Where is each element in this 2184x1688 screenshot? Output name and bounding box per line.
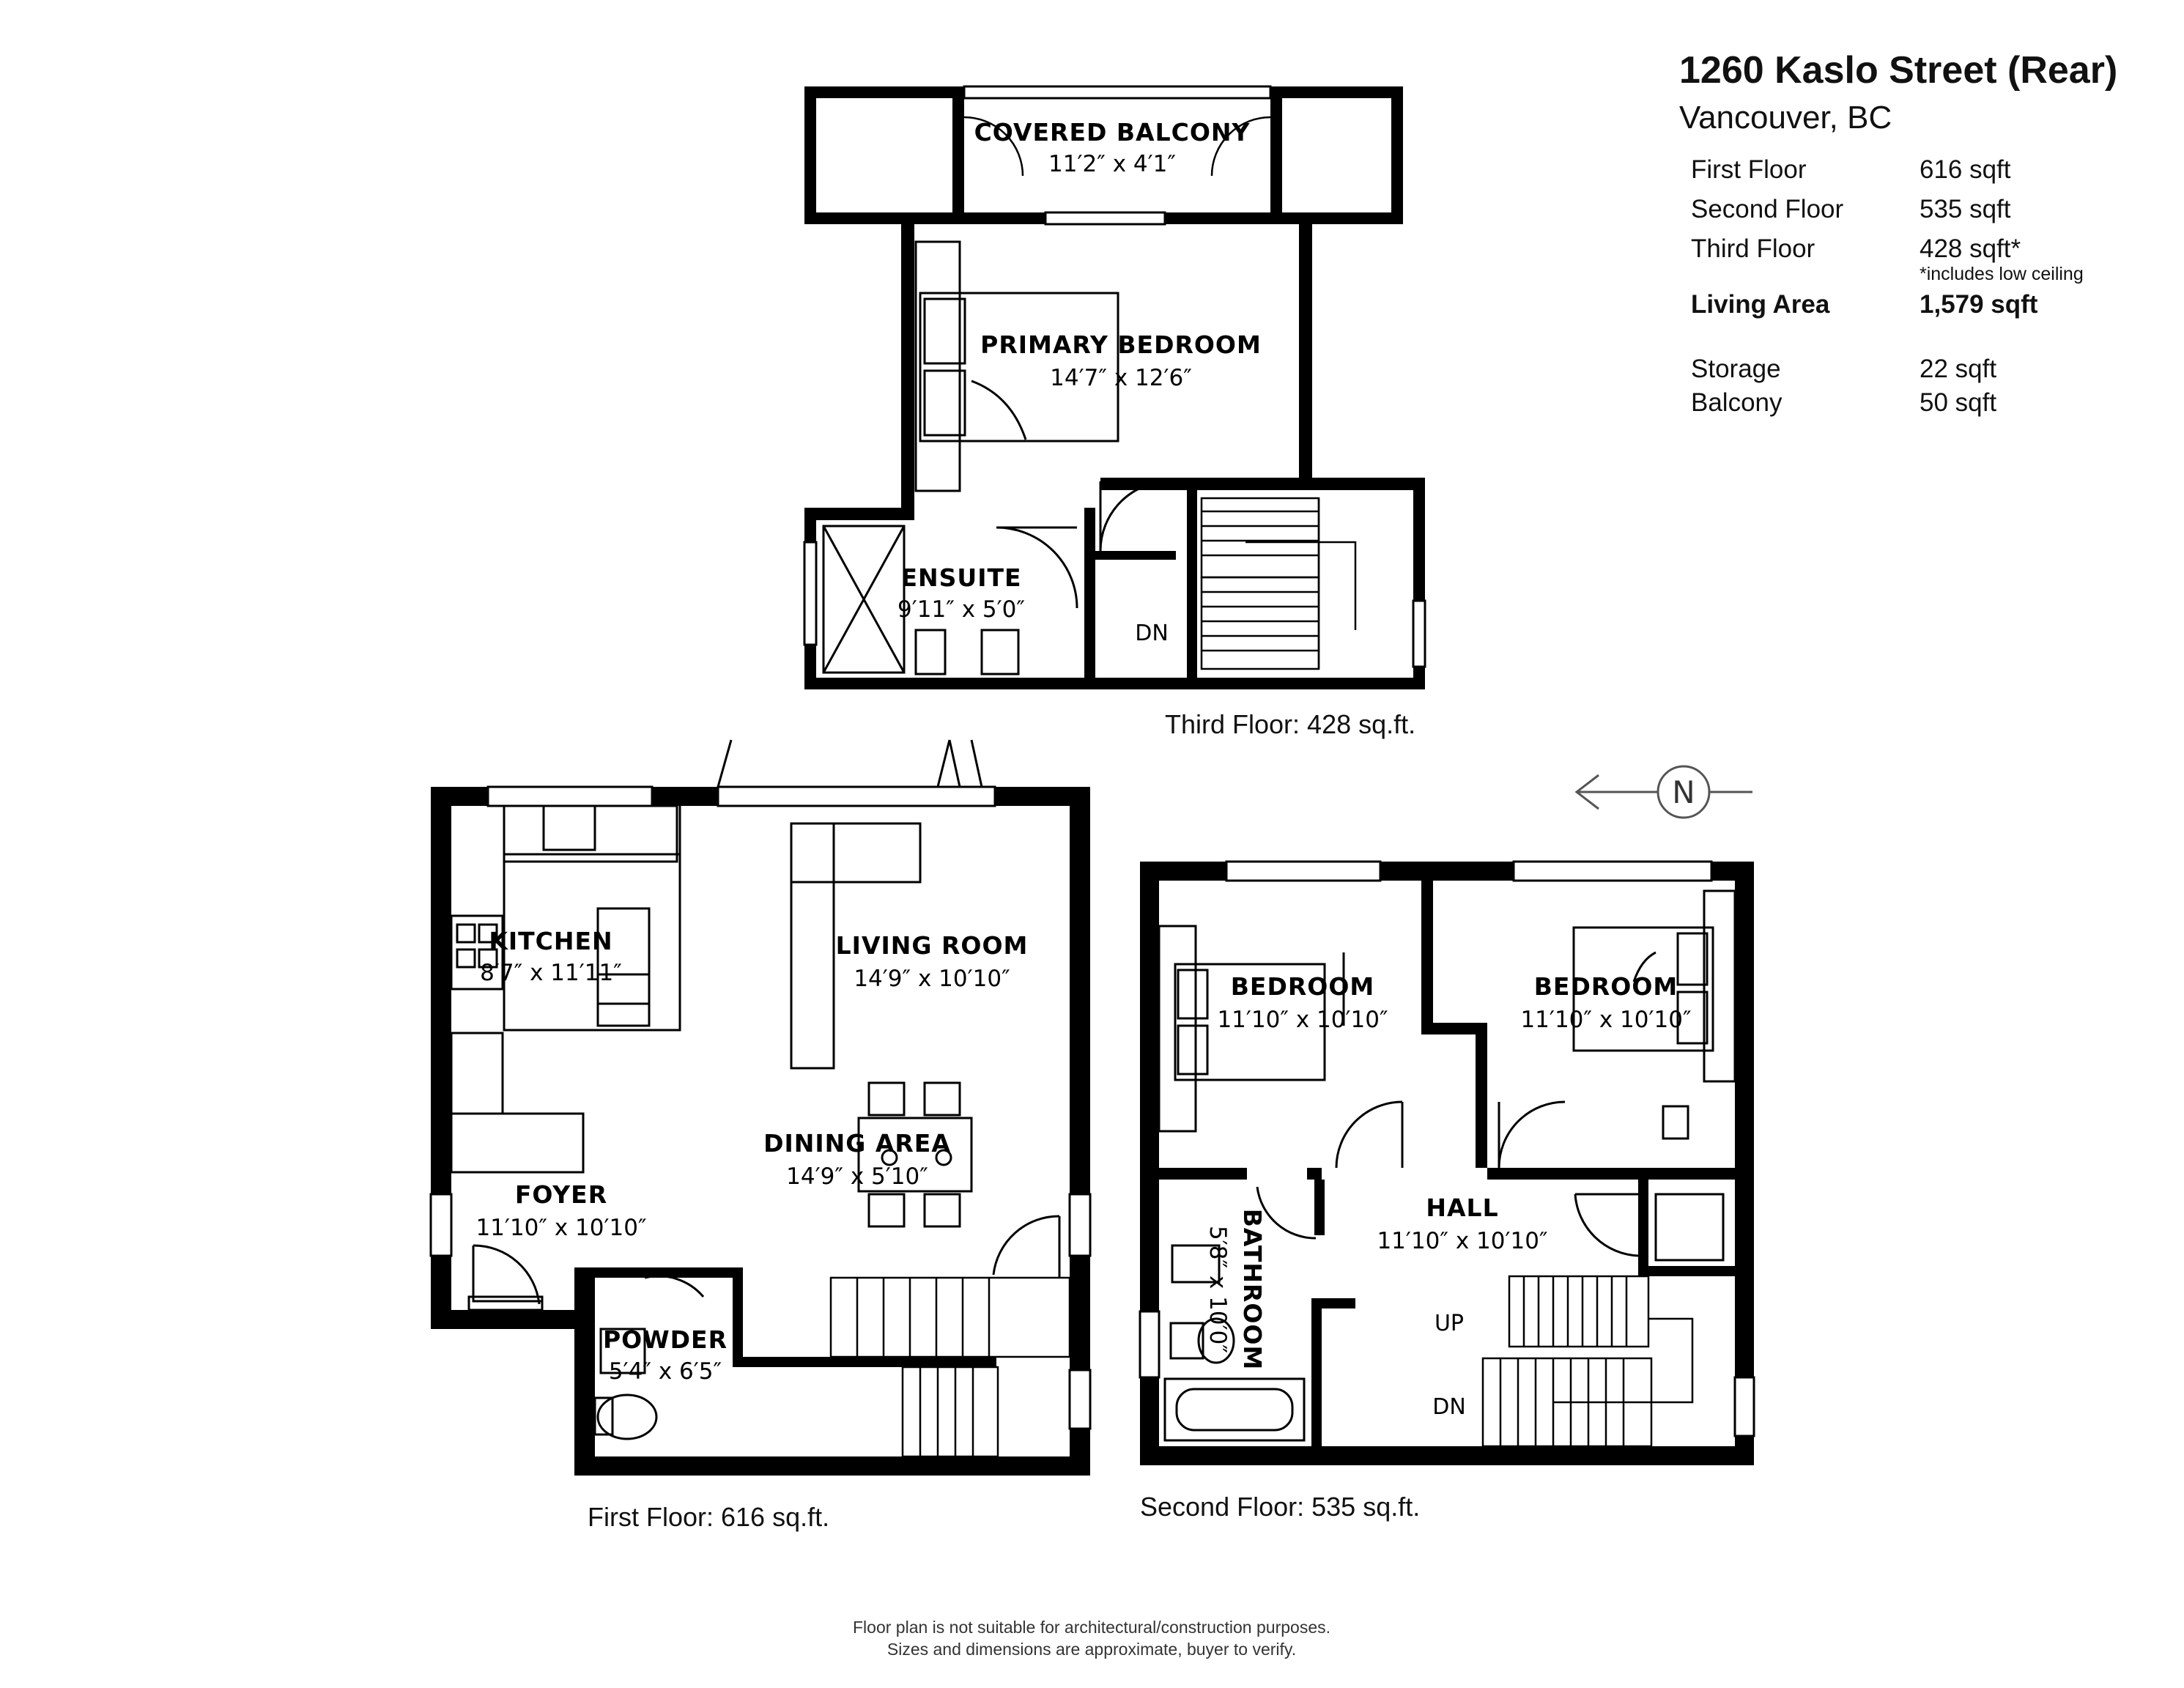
room-dims-kitchen: 8′7″ x 11′11″ <box>480 960 622 986</box>
room-label-living-room: LIVING ROOM <box>836 931 1029 960</box>
area-label: Second Floor <box>1691 195 1844 223</box>
room-dims-covered-balcony: 11′2″ x 4′1″ <box>1048 151 1176 177</box>
area-label: Living Area <box>1691 290 1830 319</box>
room-dims-living-room: 14′9″ x 10′10″ <box>854 966 1010 992</box>
dining-table-icon <box>857 1081 973 1228</box>
stair-label-down: DN <box>1135 621 1169 646</box>
powder-fixtures <box>593 1275 705 1440</box>
room-label-bedroom-1: BEDROOM <box>1231 972 1374 1001</box>
room-label-covered-balcony: COVERED BALCONY <box>974 118 1251 147</box>
room-label-hall: HALL <box>1426 1193 1498 1222</box>
first-floor-walls <box>431 787 1090 1476</box>
disclaimer-line-2: Sizes and dimensions are approximate, bu… <box>886 1640 1297 1659</box>
area-value: 428 sqft* <box>1920 234 2021 263</box>
north-compass: N <box>1574 765 1752 819</box>
area-value: 50 sqft <box>1920 388 1997 417</box>
room-dims-bedroom-1: 11′10″ x 10′10″ <box>1217 1007 1388 1033</box>
room-label-powder: POWDER <box>603 1325 728 1354</box>
bathroom-fixtures <box>1163 1244 1306 1442</box>
first-floor-caption: First Floor: 616 sq.ft. <box>588 1502 830 1532</box>
room-dims-primary-bedroom: 14′7″ x 12′6″ <box>1050 365 1192 391</box>
room-dims-foyer: 11′10″ x 10′10″ <box>475 1215 646 1241</box>
area-label: First Floor <box>1691 155 1807 184</box>
bedroom-2-bed-icon <box>1572 889 1736 1140</box>
ensuite-fixtures <box>822 525 1078 675</box>
compass-arrow-icon <box>1574 774 1599 810</box>
room-dims-ensuite: 9′11″ x 5′0″ <box>897 596 1025 623</box>
area-row-living-area: Living Area 1,579 sqft <box>1691 290 2037 319</box>
room-dims-powder: 5′4″ x 6′5″ <box>609 1358 722 1385</box>
area-row-storage: Storage 22 sqft <box>1691 355 1996 384</box>
second-floor-caption: Second Floor: 535 sq.ft. <box>1140 1492 1421 1522</box>
area-label: Third Floor <box>1691 234 1815 263</box>
property-city: Vancouver, BC <box>1679 100 1892 136</box>
third-floor-caption: Third Floor: 428 sq.ft. <box>1165 709 1416 739</box>
compass-label: N <box>1672 774 1695 810</box>
third-floor-stairs <box>1200 497 1357 670</box>
room-label-bedroom-2: BEDROOM <box>1534 972 1678 1001</box>
area-label: Balcony <box>1691 388 1783 417</box>
primary-bed-icon <box>914 240 1119 492</box>
disclaimer-line-1: Floor plan is not suitable for architect… <box>853 1618 1330 1637</box>
room-label-foyer: FOYER <box>515 1180 607 1209</box>
third-floor-plan: COVERED BALCONY 11′2″ x 4′1″ PRIMARY BED… <box>803 85 1426 689</box>
sofa-icon <box>790 822 922 1070</box>
area-label: Storage <box>1691 355 1781 383</box>
first-floor-plan: KITCHEN 8′7″ x 11′11″ LIVING ROOM 14′9″ … <box>429 739 1092 1476</box>
area-value: 1,579 sqft <box>1920 290 2038 319</box>
room-dims-bedroom-2: 11′10″ x 10′10″ <box>1520 1007 1691 1033</box>
stair-label-down: DN <box>1432 1394 1466 1420</box>
stair-label-up: UP <box>1435 1311 1464 1336</box>
area-value: 22 sqft <box>1920 355 1997 383</box>
bedroom-1-bed-icon <box>1158 925 1345 1133</box>
area-row-third-floor: Third Floor 428 sqft* <box>1691 234 2021 264</box>
room-dims-bathroom: 5′8″ x 10′0″ <box>1204 1226 1231 1353</box>
room-dims-dining-area: 14′9″ x 5′10″ <box>786 1163 928 1190</box>
area-value: 535 sqft <box>1920 195 2011 223</box>
area-note-low-ceiling: *includes low ceiling <box>1920 264 2084 284</box>
room-label-bathroom: BATHROOM <box>1238 1209 1267 1371</box>
second-floor-walls <box>1140 862 1754 1465</box>
room-label-ensuite: ENSUITE <box>900 563 1021 592</box>
second-floor-plan: BEDROOM 11′10″ x 10′10″ BEDROOM 11′10″ x… <box>1139 860 1755 1465</box>
room-label-kitchen: KITCHEN <box>489 927 612 955</box>
area-value: 616 sqft <box>1920 155 2011 184</box>
area-row-first-floor: First Floor 616 sqft <box>1691 155 2011 185</box>
first-floor-stairs <box>829 1276 1071 1458</box>
room-label-dining-area: DINING AREA <box>763 1129 951 1158</box>
room-dims-hall: 11′10″ x 10′10″ <box>1377 1228 1547 1254</box>
kitchen-fixtures <box>450 804 681 1174</box>
area-row-balcony: Balcony 50 sqft <box>1691 388 1996 418</box>
disclaimer: Floor plan is not suitable for architect… <box>762 1616 1421 1660</box>
property-address: 1260 Kaslo Street (Rear) <box>1679 49 2118 92</box>
area-row-second-floor: Second Floor 535 sqft <box>1691 195 2011 224</box>
second-floor-stairs <box>1481 1275 1694 1448</box>
room-label-primary-bedroom: PRIMARY BEDROOM <box>980 330 1262 359</box>
